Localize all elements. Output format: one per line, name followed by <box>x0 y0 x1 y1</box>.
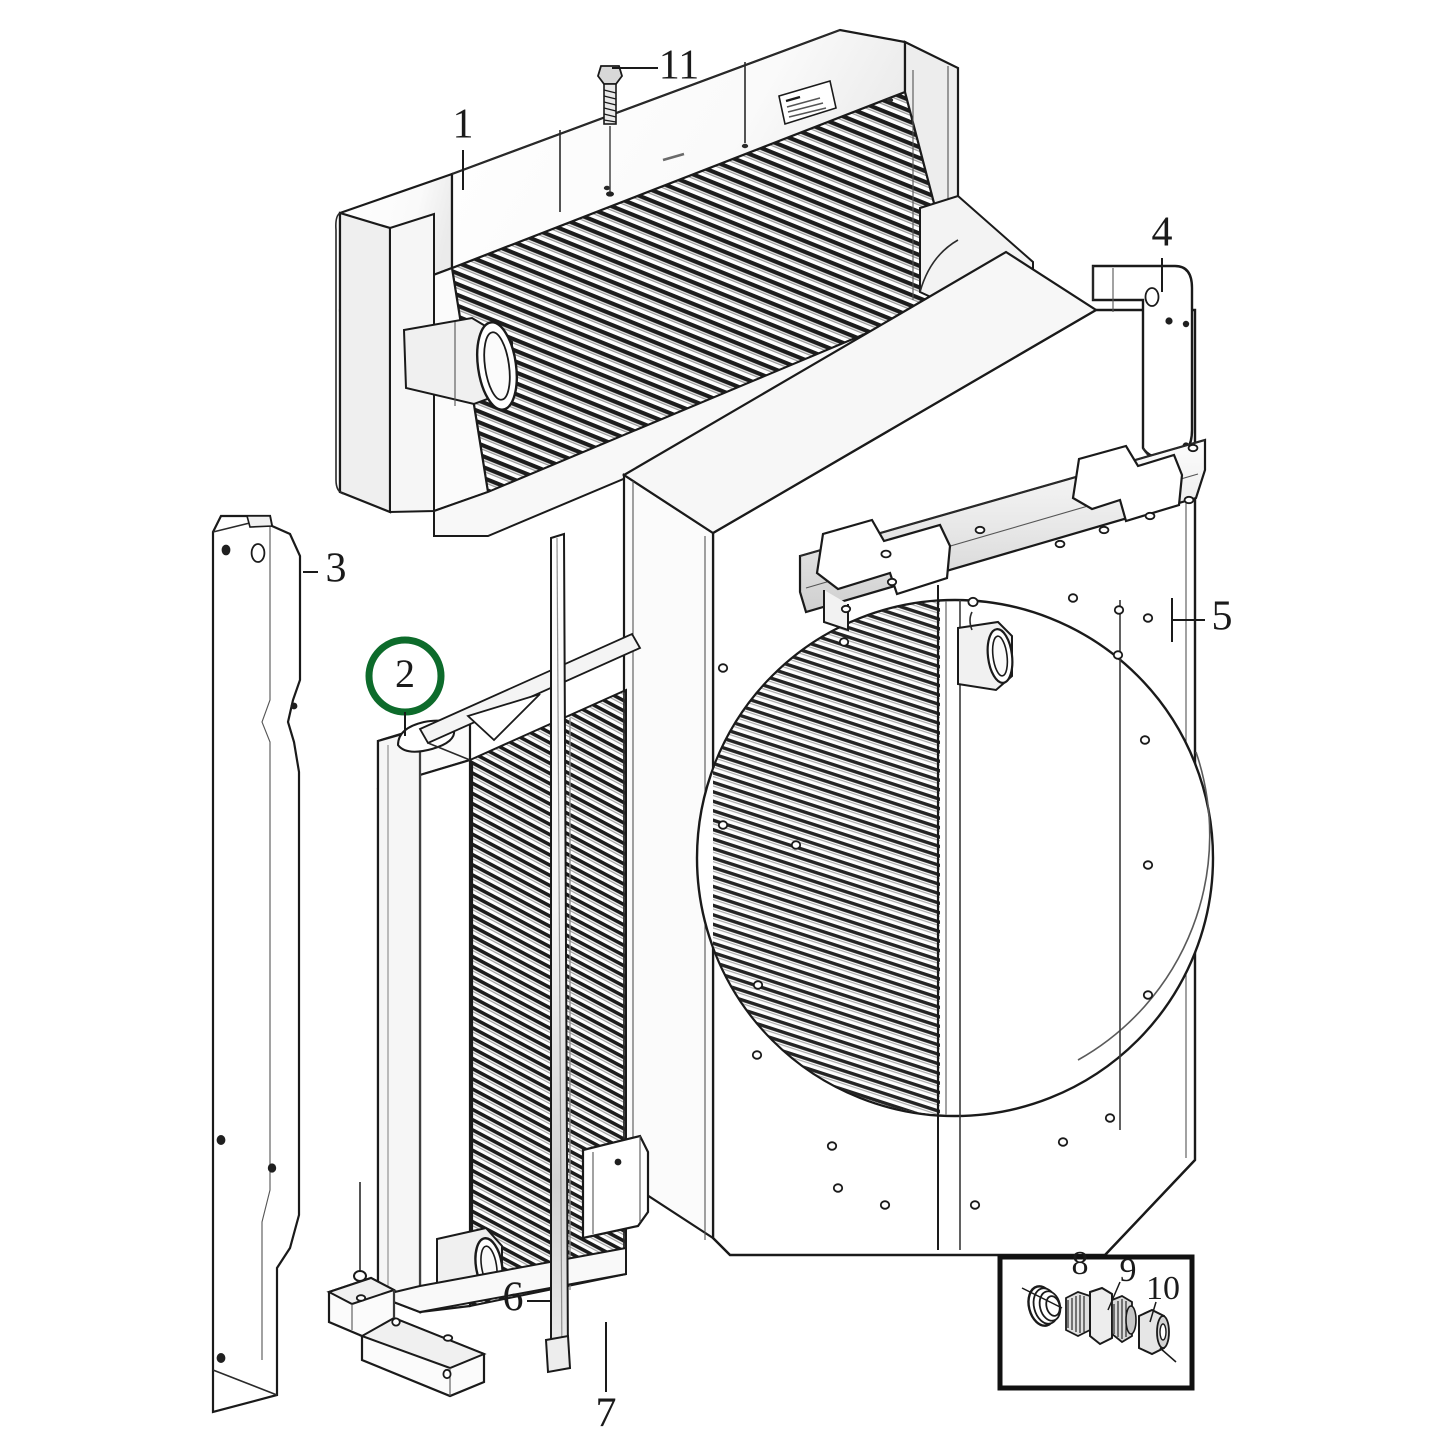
baffle-hole-5 <box>267 1163 277 1173</box>
cac-data-plate <box>778 79 837 126</box>
tie-rod-clamp-hole <box>614 1158 622 1166</box>
part-drain-valve <box>1065 1281 1137 1346</box>
callout-labels: 1 11 4 3 2 5 6 7 8 9 10 <box>326 43 1233 1437</box>
callout-label-2: 2 <box>395 651 415 696</box>
foot-hole-3 <box>442 1334 454 1342</box>
foot-hole-2 <box>391 1317 401 1327</box>
bracket-hole-small-2 <box>1182 320 1190 328</box>
radiator-hose-neck <box>957 611 1014 692</box>
crossbar-hole-5 <box>1144 511 1156 521</box>
crossbar-hole-4 <box>1098 525 1110 535</box>
foot-hole-1 <box>355 1294 367 1302</box>
shroud-top-face <box>621 250 1099 535</box>
shroud-bottom-left-chamfer <box>712 1237 731 1256</box>
shroud-bottom-chamfer <box>1104 1159 1196 1256</box>
callout-label-4: 4 <box>1152 210 1173 256</box>
baffle-hole-1 <box>221 544 231 556</box>
cac-top-back-edge <box>451 29 841 175</box>
cac-rivet-3 <box>886 97 894 103</box>
crossbar-hole-6 <box>1183 495 1195 505</box>
callout-label-8: 8 <box>1072 1245 1089 1282</box>
baffle-panel-face <box>211 514 302 1414</box>
crossbar-hole-2 <box>974 525 986 535</box>
baffle-hole-3 <box>290 702 298 710</box>
part-drain-plug-cap <box>1138 1301 1177 1363</box>
baffle-top-tab <box>245 515 273 528</box>
foot-hole-4 <box>442 1368 452 1380</box>
cac-right-underside <box>919 239 959 293</box>
crossbar-hole-3 <box>1054 539 1066 549</box>
bolt-target-hole <box>606 191 614 197</box>
baffle-hole-2 <box>250 543 266 563</box>
cac-left-tank-side <box>338 211 392 514</box>
cac-rivet-1 <box>603 185 611 191</box>
part-mounting-foot[interactable] <box>326 1182 487 1398</box>
callout-label-3: 3 <box>326 546 347 592</box>
part-tie-rod[interactable] <box>544 532 650 1374</box>
cac-left-tank-edge <box>335 212 345 495</box>
crossbar-saddle-right <box>1071 444 1184 523</box>
shroud-fasteners <box>717 593 1154 1210</box>
foot-tie-eye <box>353 1270 367 1282</box>
baffle-bottom-edge <box>212 1369 278 1396</box>
shroud-support-crossbar[interactable] <box>798 438 1207 632</box>
part-sealing-washer <box>1021 1285 1063 1327</box>
callout-5-leader <box>1171 598 1205 642</box>
crossbar-tab-left <box>823 590 849 632</box>
crossbar-hole-8 <box>840 604 852 614</box>
cac-rivet-2 <box>741 143 749 149</box>
inset-detail-box[interactable] <box>997 1254 1195 1391</box>
bracket-hole-large <box>1144 287 1160 307</box>
baffle-hole-6 <box>216 1353 226 1363</box>
callout-label-9: 9 <box>1120 1252 1137 1289</box>
crossbar-hole-7 <box>1187 443 1199 453</box>
baffle-hole-4 <box>216 1135 226 1145</box>
crossbar-hole-9 <box>886 577 898 587</box>
oil-cooler-top-notch <box>466 693 541 742</box>
oil-cooler-top-link <box>427 742 471 761</box>
callout-2-highlight[interactable] <box>365 636 445 736</box>
callout-label-5: 5 <box>1212 594 1233 640</box>
tie-rod-foot <box>544 1334 572 1374</box>
callout-label-7: 7 <box>596 1391 617 1437</box>
bracket-hole-small-1 <box>1165 317 1173 325</box>
crossbar-hole-1 <box>880 549 892 559</box>
oil-cooler-tank-side <box>376 727 422 1314</box>
bolt-threads <box>603 89 617 123</box>
cac-left-pipe-mouth-inner <box>483 331 511 401</box>
callout-label-11: 11 <box>659 43 699 89</box>
baffle-fold-line <box>261 516 271 1360</box>
part-side-baffle-panel[interactable] <box>211 514 302 1414</box>
part-bolt[interactable] <box>597 65 623 197</box>
callout-label-10: 10 <box>1146 1270 1180 1307</box>
cac-marking <box>662 152 685 162</box>
callout-label-6: 6 <box>503 1275 524 1321</box>
part-charge-air-cooler[interactable] <box>335 28 1034 537</box>
tie-rod-highlight <box>556 537 563 1367</box>
callout-label-1: 1 <box>453 102 474 148</box>
